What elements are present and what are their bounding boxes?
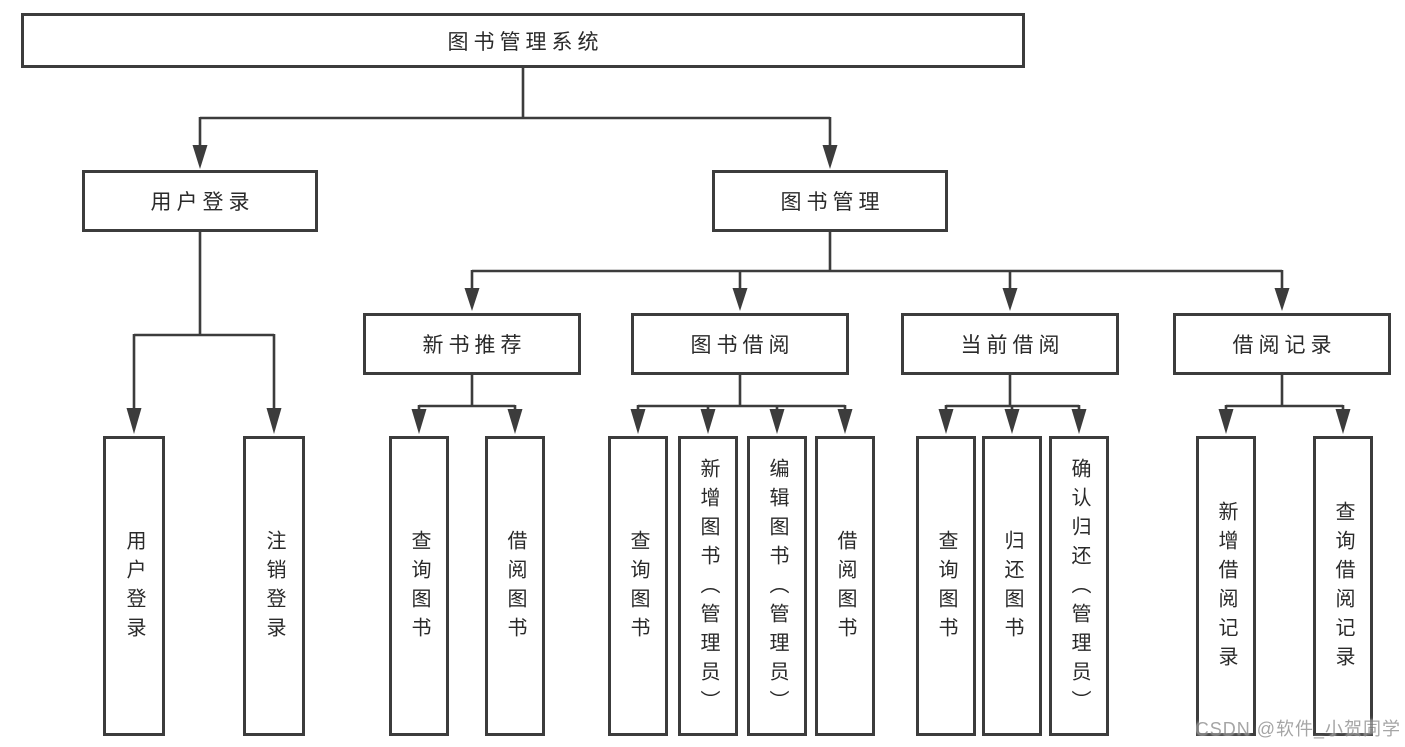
connector-current-borrow-group [944, 375, 1081, 412]
leaf-logout: 注销登录 [243, 436, 305, 736]
node-current-borrow: 当前借阅 [901, 313, 1119, 375]
node-new-book-recommend: 新书推荐 [363, 313, 581, 375]
connector-new-book-group [417, 375, 517, 412]
node-book-borrow: 图书借阅 [631, 313, 849, 375]
leaf-borrow-books-recommend: 借阅图书 [485, 436, 545, 736]
connector-root [198, 68, 832, 147]
leaf-confirm-return-admin: 确认归还（管理员） [1049, 436, 1109, 736]
leaf-query-borrow-record: 查询借阅记录 [1313, 436, 1373, 736]
leaf-query-books-current: 查询图书 [916, 436, 976, 736]
arrowheads [126, 145, 1351, 434]
leaf-query-books-borrow: 查询图书 [608, 436, 668, 736]
watermark: CSDN @软件_小贺同学 [1195, 719, 1401, 739]
leaf-query-books-recommend: 查询图书 [389, 436, 449, 736]
connector-user-login-group [132, 232, 276, 410]
leaf-user-login: 用户登录 [103, 436, 165, 736]
node-user-login: 用户登录 [82, 170, 318, 232]
leaf-edit-book-admin: 编辑图书（管理员） [747, 436, 807, 736]
node-borrow-records: 借阅记录 [1173, 313, 1391, 375]
node-library-management-system: 图书管理系统 [21, 13, 1025, 68]
connector-borrow-record-group [1224, 375, 1345, 412]
leaf-borrow-books-borrow: 借阅图书 [815, 436, 875, 736]
connector-book-borrow-group [636, 375, 847, 412]
connector-book-management-group [470, 232, 1284, 290]
leaf-return-book: 归还图书 [982, 436, 1042, 736]
leaf-add-borrow-record: 新增借阅记录 [1196, 436, 1256, 736]
leaf-add-book-admin: 新增图书（管理员） [678, 436, 738, 736]
node-book-management: 图书管理 [712, 170, 948, 232]
